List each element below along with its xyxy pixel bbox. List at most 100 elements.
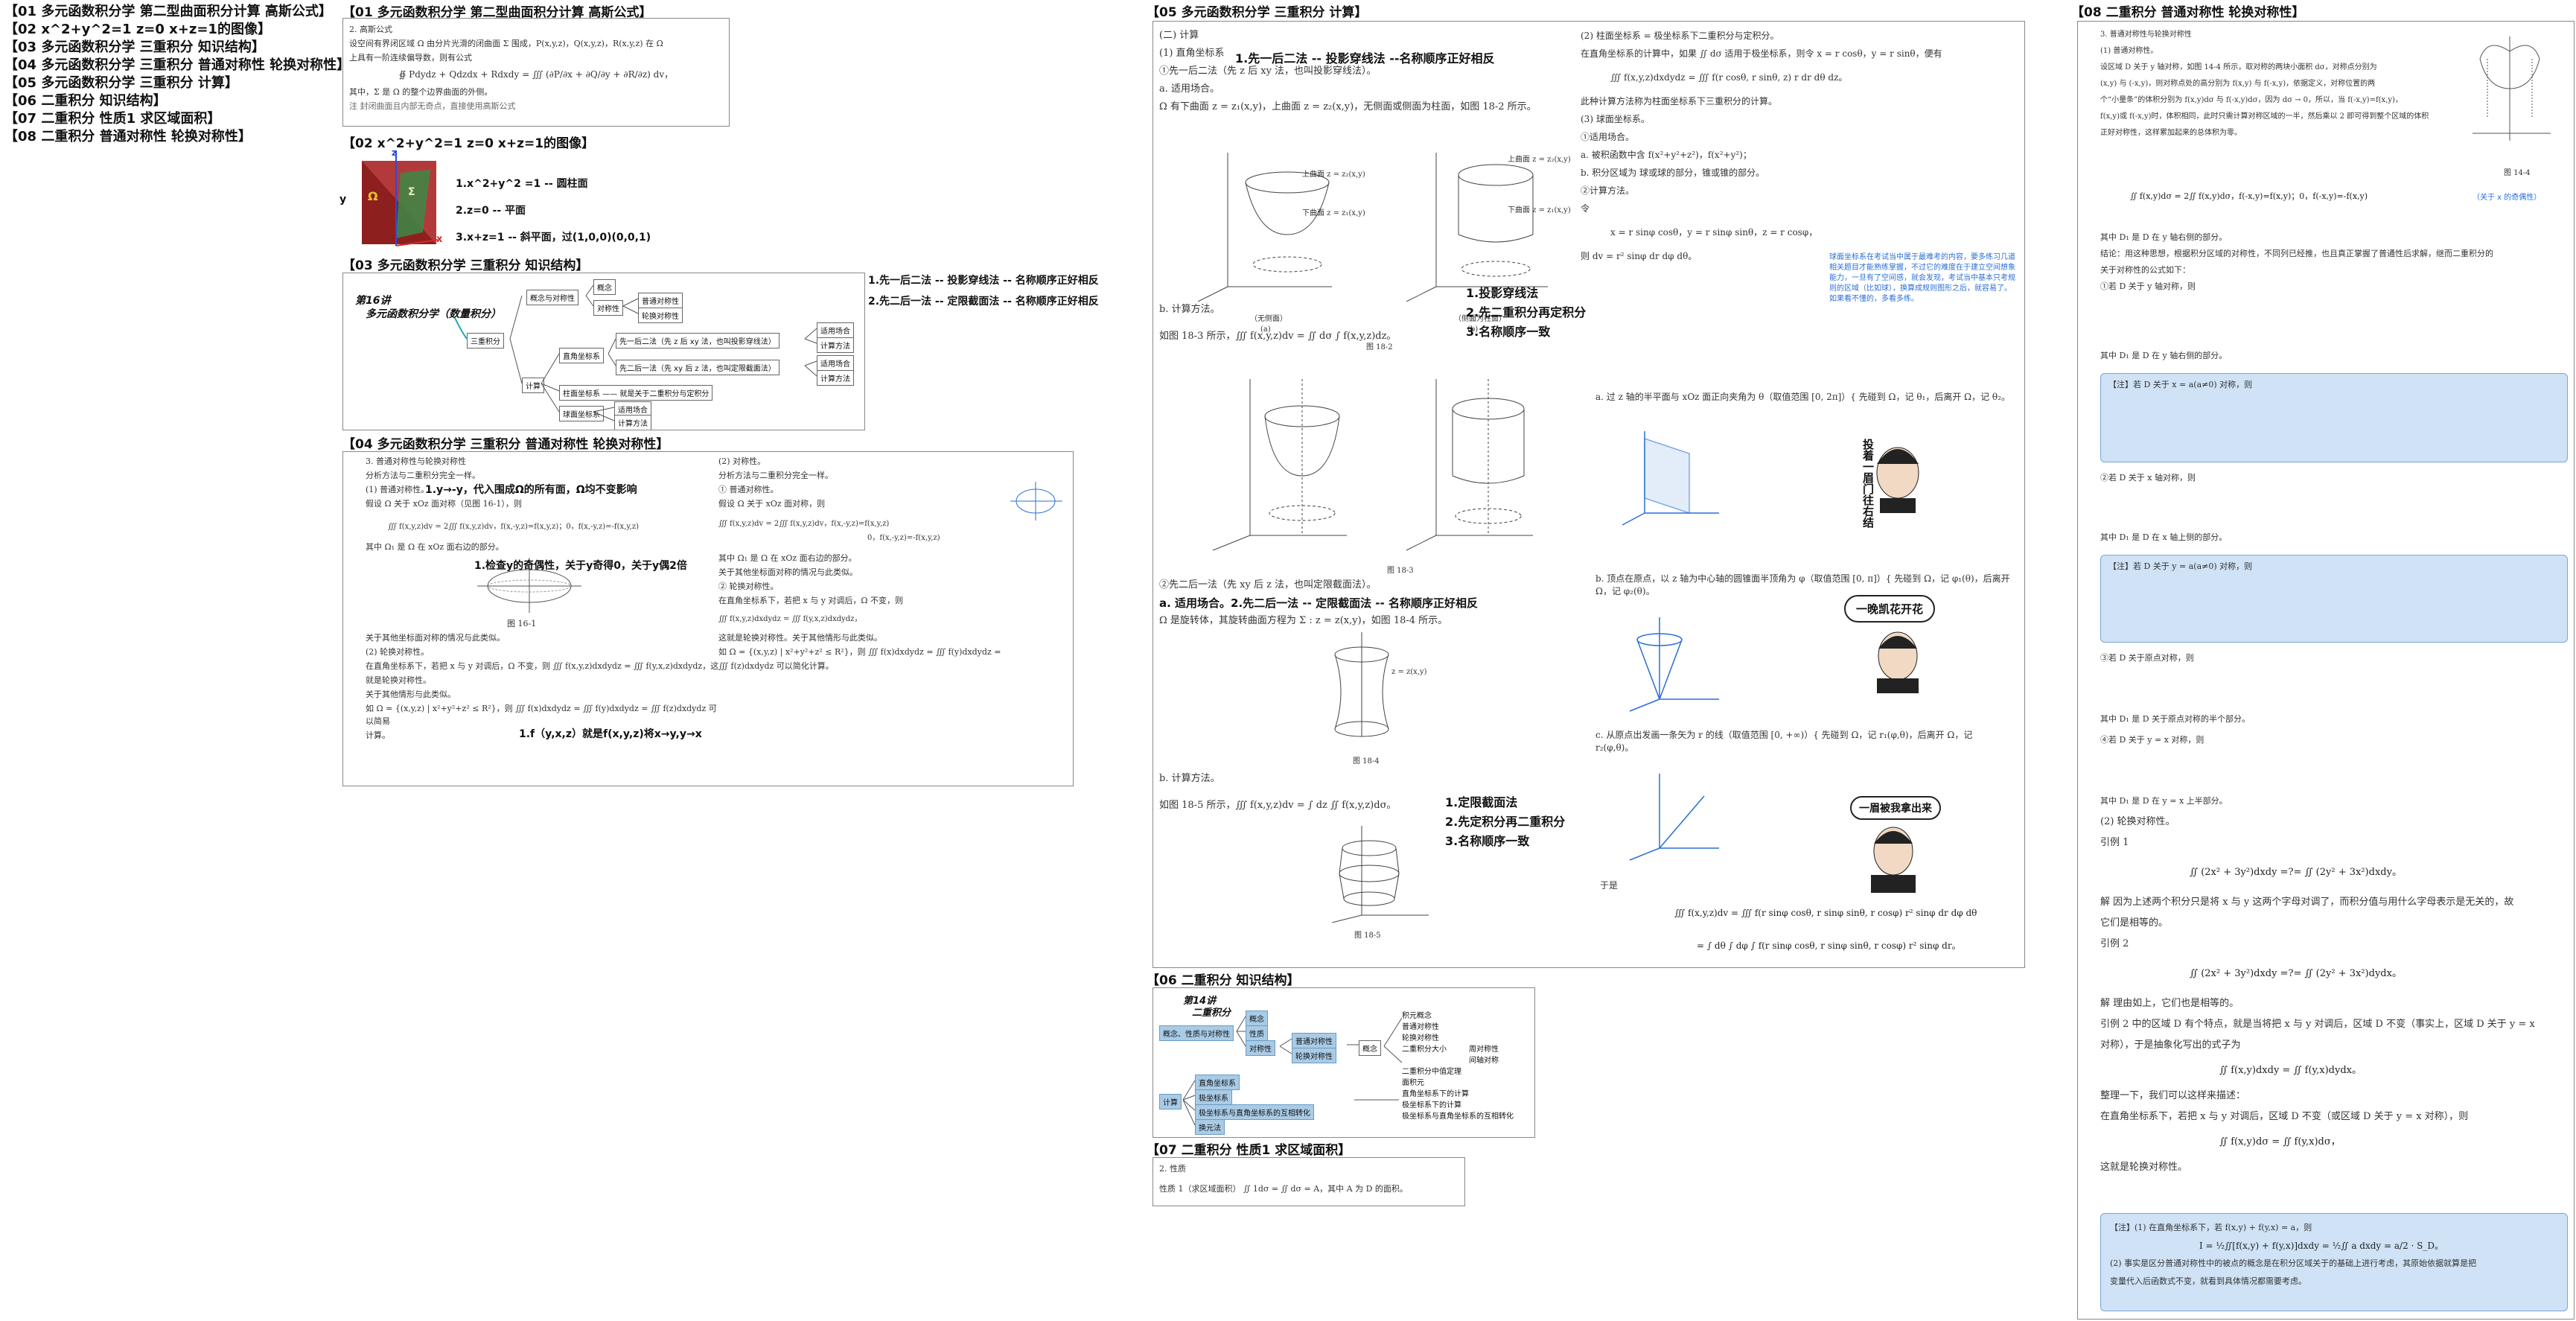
node-symmetry: 对称性 (593, 300, 623, 316)
note-07-title: 【07 二重积分 性质1 求区域面积】 (1147, 1143, 1351, 1158)
text-line: 其中 D₁ 是 D 在 y 轴右侧的部分。 (2100, 232, 2228, 242)
text-line: Ω 有下曲面 z = z₁(x,y)，上曲面 z = z₂(x,y)，无侧面或侧… (1159, 101, 1537, 112)
text-line: 变量代入后函数式不变，就看到具体情况都需要考虑。 (2110, 1276, 2306, 1286)
note-04-title: 【04 多元函数积分学 三重积分 普通对称性 轮换对称性】 (342, 437, 669, 452)
text-line: 3. 普通对称性与轮换对称性 (366, 456, 466, 466)
node-concept: 概念 (593, 279, 616, 295)
text-line: 正好对称性，这样累加起来的总体积为零。 (2100, 129, 2242, 137)
item-oblique-plane: 3.x+z=1 -- 斜平面，过(1,0,0)(0,0,1) (456, 232, 651, 243)
figure-caption: 图 18-2 (1366, 343, 1393, 351)
note-02-title: 【02 x^2+y^2=1 z=0 x+z=1的图像】 (342, 136, 595, 151)
label-lower-surface-a: 下曲面 z = z₁(x,y) (1302, 209, 1365, 217)
toc-item[interactable]: 【05 多元函数积分学 三重积分 计算】 (4, 75, 238, 91)
figure-18-4 (1334, 632, 1389, 737)
formula-spherical-1: ∭ f(x,y,z)dv = ∭ f(r sinφ cosθ, r sinφ s… (1674, 908, 1977, 918)
sticker-face-3 (1871, 827, 1916, 893)
toc-item[interactable]: 【02 x^2+y^2=1 z=0 x+z=1的图像】 (4, 22, 271, 37)
text-line: 引例 2 中的区域 D 有个特点，就是当将把 x 与 y 对调后，区域 D 不变… (2100, 1019, 2535, 1030)
text-line: 这就是轮换对称性。关于其他情形与此类似。 (718, 633, 882, 643)
text-line: 在直角坐标系的计算中，如果 ∬ dσ 适用于极坐标系，则令 x = r cosθ… (1581, 48, 1942, 59)
caption-no-side: （无侧面） (1250, 315, 1287, 323)
text-therefore: 于是 (1600, 880, 1619, 891)
text-line: Ω 是旋转体，其旋转曲面方程为 Σ : z = z(x,y)，如图 18-4 所… (1159, 615, 1448, 626)
text-line: 【注】若 D 关于 x = a(a≠0) 对称，则 (2108, 380, 2253, 389)
toc-item[interactable]: 【04 多元函数积分学 三重积分 普通对称性 轮换对称性】 (4, 57, 351, 73)
toc-item[interactable]: 【06 二重积分 知识结构】 (4, 93, 167, 109)
node-cyl: 柱面坐标系 —— 就是关于二重积分与定积分 (559, 385, 713, 401)
handwritten-note: 球面坐标系在考试当中属于最难考的内容，要多练习几道相关题目才能熟练掌握，不过它的… (1829, 253, 2015, 303)
annotation-parity: 1.检查y的奇偶性，关于y奇得0，关于y偶2倍 (474, 560, 687, 572)
figure-caption: 图 18-3 (1387, 567, 1414, 575)
formula-swap: ∬ f(x,y)dxdy = ∬ f(y,x)dydx。 (2219, 1065, 2362, 1076)
node-sph-calc: 计算方法 (614, 415, 651, 430)
text-line: 假设 Ω 关于 xOz 面对称（见图 16-1），则 (366, 499, 522, 509)
text-line: 此种计算方法称为柱面坐标系下三重积分的计算。 (1581, 96, 1778, 106)
text-line: 分析方法与二重积分完全一样。 (366, 471, 480, 480)
text-line: 则 dv = r² sinφ dr dφ dθ。 (1581, 251, 1697, 261)
text-line: ②先二后一法（先 xy 后 z 法，也叫定限截面法）。 (1159, 579, 1377, 591)
figure-18-5 (1331, 826, 1429, 923)
list-item: 周对称性 (1469, 1045, 1499, 1054)
text-line: 个“小量条”的体积分别为 f(x,y)dσ 与 f(-x,y)dσ，因为 dσ … (2100, 96, 2403, 104)
annotation-method-2: a. 适用场合。2.先二后一法 -- 定限截面法 -- 名称顺序正好相反 (1159, 596, 1478, 610)
text-line: 其中 Ω₁ 是 Ω 在 xOz 面右边的部分。 (718, 553, 857, 563)
theta-figure (1622, 431, 1719, 526)
node-rotation-sym: 轮换对称性 (638, 308, 683, 323)
formula-example-2: ∬ (2x² + 3y²)dxdy =?= ∬ (2y² + 3x²)dydx。 (2190, 968, 2402, 979)
note-content: 【注】(1) 在直角坐标系下，若 f(x,y) + f(y,x) = a，则 I… (2101, 1214, 2567, 1297)
toc-item[interactable]: 【08 二重积分 普通对称性 轮换对称性】 (4, 129, 252, 144)
item-plane: 2.z=0 -- 平面 (456, 205, 526, 217)
annotation-line: 1.投影穿线法 (1466, 286, 1539, 300)
text-line: 3. 普通对称性与轮换对称性 (2100, 31, 2192, 39)
node-root: 三重积分 (467, 333, 504, 348)
text-line: 设区域 D 关于 y 轴对称，如图 14-4 所示，取对称的两块小面积 dσ，对… (2100, 63, 2377, 71)
axis-label-z: z (392, 147, 397, 158)
annotation-swap: 1.f（y,x,z）就是f(x,y,z)将x→y,y→x (519, 728, 702, 740)
text-theta-range: a. 过 z 轴的半平面与 xOz 面正向夹角为 θ（取值范围 [0, 2π]）… (1595, 392, 2010, 402)
text-line: 设空间有界闭区域 Ω 由分片光滑的闭曲面 Σ 围成，P(x,y,z)，Q(x,y… (349, 39, 663, 48)
left-column: (二) 计算 (1) 直角坐标系 ①先一后二法（先 z 后 xy 法，也叫投影穿… (1159, 28, 1537, 117)
text-line: 在直角坐标系下，若把 x 与 y 对调后，Ω 不变，则 ∭ f(x,y,z)dx… (366, 661, 719, 671)
text-line: ①适用场合。 (1581, 132, 1635, 142)
formula-rotation: ∬ f(x,y)dσ = ∬ f(y,x)dσ， (2219, 1136, 2341, 1147)
text-line: 【注】若 D 关于 y = a(a≠0) 对称，则 (2108, 561, 2253, 571)
formula-line: x = r sinφ cosθ，y = r sinφ sinθ，z = r co… (1610, 227, 1818, 238)
sticker-face-2 (1877, 631, 1919, 693)
cylinder-plane-figure (362, 150, 439, 246)
formula-line: ∭ f(x,y,z)dxdydz = ∭ f(r cosθ, r sinθ, z… (1610, 72, 1848, 83)
list-item: 二重积分大小 (1402, 1045, 1447, 1054)
list-item: 间轴对称 (1469, 1057, 1499, 1065)
sticker-caption-3: 一眉被我拿出来 (1850, 796, 1941, 820)
node-calc: 计算 (522, 378, 544, 393)
list-item: 轮换对称性 (1402, 1034, 1439, 1043)
toc-item[interactable]: 【01 多元函数积分学 第二型曲面积分计算 高斯公式】 (4, 4, 332, 19)
note-06-mindmap: 第14讲 二重积分 概念、性质与对称性 概念 性质 对称性 普通对称性 轮换对称… (1152, 987, 1535, 1138)
text-line: ④若 D 关于 y = x 对称，则 (2100, 735, 2204, 745)
toc-item[interactable]: 【03 多元函数积分学 三重积分 知识结构】 (4, 39, 265, 55)
mindmap-connectors (1182, 1016, 1403, 1126)
figure-18-2 (1197, 153, 1548, 302)
logo-topic: 二重积分 (1192, 1008, 1231, 1019)
omega-label: Ω (368, 189, 378, 203)
list-item: 二重积分中值定理 (1402, 1068, 1461, 1076)
text-line: 其中 D₁ 是 D 在 y = x 上半部分。 (2100, 796, 2228, 806)
figure-18-3 (1212, 379, 1533, 551)
formula-line: 如图 18-5 所示，∭ f(x,y,z)dv = ∫ dz ∬ f(x,y,z… (1159, 800, 1397, 811)
text-line: (1) 普通对称性。 (366, 485, 430, 494)
text-line: (1) 普通对称性。 (2100, 47, 2158, 55)
toc-item[interactable]: 【07 二重积分 性质1 求区域面积】 (4, 111, 221, 127)
text-line: (2) 柱面坐标系 = 极坐标系下二重积分与定积分。 (1581, 31, 1779, 41)
axis-label-x: x (436, 234, 443, 245)
note-03-mindmap: 第16讲 多元函数积分学（数量积分） 三重积分 概念与对称性 概念 对称性 普通… (342, 273, 865, 430)
text-line: 令 (1581, 203, 1590, 214)
node-convert: 极坐标系与直角坐标系的互相转化 (1195, 1104, 1314, 1120)
node-concept-right: 概念 (1359, 1040, 1381, 1056)
text-line: 注 封闭曲面且内部无奇点，直接使用高斯公式 (349, 101, 516, 111)
text-line: (2) 事实是区分普通对称性中的被点的概念是在积分区域关于的基础上进行考虑，其原… (2110, 1258, 2477, 1268)
section-heading: (二) 计算 (1159, 30, 1199, 41)
logo-lecture: 第16讲 (355, 295, 391, 307)
node-concept-property: 概念、性质与对称性 (1159, 1025, 1234, 1041)
text-line: b. 积分区域为 球或球的部分，锥或锥的部分。 (1581, 168, 1765, 178)
text-line: 关于其他坐标面对称的情况与此类似。 (718, 567, 858, 577)
sticker-face-1 (1876, 447, 1919, 513)
